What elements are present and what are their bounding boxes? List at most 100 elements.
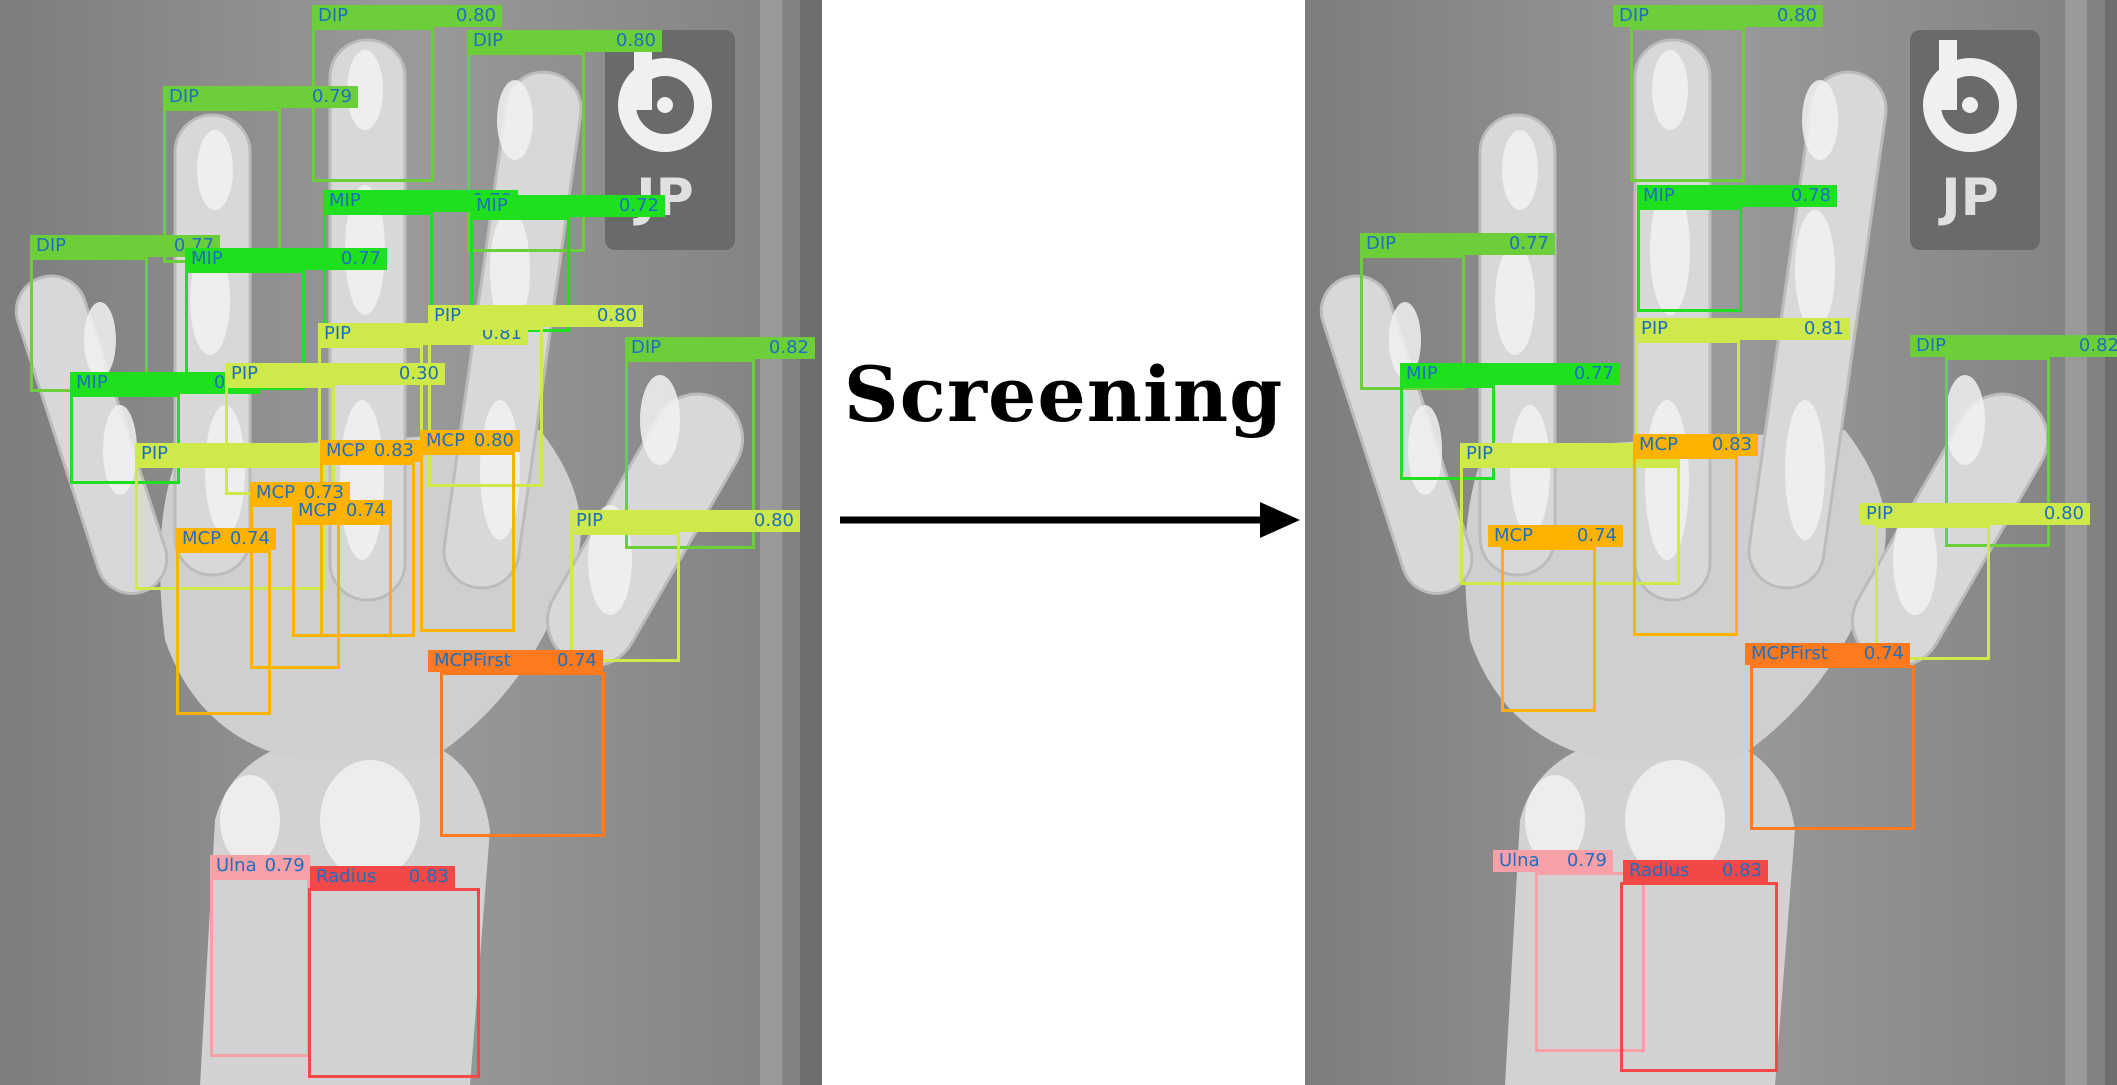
detection-class: MCP — [298, 500, 337, 521]
detection-class: DIP — [1619, 5, 1650, 26]
detection-label-pip: PIP — [1460, 443, 1680, 465]
right-arrow-icon — [840, 502, 1300, 538]
detection-label-mip: MIP 0.78 — [1637, 185, 1837, 207]
detection-class: MIP — [1406, 363, 1438, 384]
detection-score: 0.80 — [455, 5, 496, 26]
detection-score: 0.79 — [1566, 850, 1607, 871]
detection-class: PIP — [324, 323, 352, 344]
detection-score: 0.72 — [618, 195, 659, 216]
detection-score: 0.80 — [2043, 503, 2084, 524]
detection-class: PIP — [434, 305, 462, 326]
screening-label: Screening — [843, 350, 1284, 439]
detection-score: 0.74 — [229, 528, 270, 549]
detection-score: 0.74 — [1863, 643, 1904, 664]
detection-score: 0.77 — [340, 248, 381, 269]
detection-score: 0.83 — [408, 866, 449, 887]
detection-class: MIP — [1643, 185, 1675, 206]
detection-class: MCP — [1639, 434, 1678, 455]
detection-score: 0.81 — [1803, 318, 1844, 339]
detection-class: DIP — [169, 86, 200, 107]
detection-class: PIP — [1466, 443, 1494, 464]
detection-score: 0.83 — [1711, 434, 1752, 455]
detection-class: MIP — [76, 372, 108, 393]
detection-label-pip: PIP 0.80 — [1860, 503, 2090, 525]
detection-label-dip: DIP 0.79 — [163, 86, 358, 108]
detection-class: MCPFirst — [434, 650, 511, 671]
detection-class: MIP — [476, 195, 508, 216]
detection-class: Ulna — [216, 855, 257, 876]
detection-class: Ulna — [1499, 850, 1540, 871]
detection-score: 0.77 — [1573, 363, 1614, 384]
detection-score: 0.80 — [473, 430, 514, 451]
detection-score: 0.83 — [373, 440, 414, 461]
detection-score: 0.79 — [311, 86, 352, 107]
detection-label-dip: DIP 0.82 — [625, 337, 815, 359]
detection-score: 0.74 — [345, 500, 386, 521]
detection-label-pip: PIP 0.80 — [428, 305, 643, 327]
detection-label-pip: PIP — [135, 443, 350, 465]
detection-label-dip: DIP 0.80 — [467, 30, 662, 52]
detection-label-mcp: MCP 0.74 — [176, 528, 276, 550]
detection-score: 0.30 — [398, 363, 439, 384]
detection-score: 0.80 — [753, 510, 794, 531]
detection-score: 0.82 — [768, 337, 809, 358]
hand-xray-drawing-screened: JP — [1305, 0, 2117, 1085]
detection-class: MCP — [1494, 525, 1533, 546]
detection-label-mcp: MCP 0.83 — [1633, 434, 1758, 456]
hand-xray-image-screened: JP — [1305, 0, 2117, 1085]
detection-class: MIP — [191, 248, 223, 269]
detection-score: 0.80 — [615, 30, 656, 51]
detection-class: MCPFirst — [1751, 643, 1828, 664]
detection-score: 0.78 — [1790, 185, 1831, 206]
detection-class: MIP — [329, 190, 361, 211]
detection-label-ulna: Ulna 0.79 — [210, 855, 310, 877]
detection-score: 0.80 — [1776, 5, 1817, 26]
detection-class: PIP — [1641, 318, 1669, 339]
detection-label-dip: DIP 0.80 — [312, 5, 502, 27]
detection-score: 0.83 — [1721, 860, 1762, 881]
detection-score: 0.80 — [596, 305, 637, 326]
detection-class: MCP — [182, 528, 221, 549]
detection-label-mcp: MCP 0.74 — [292, 500, 392, 522]
detection-label-pip: PIP 0.81 — [1635, 318, 1850, 340]
detection-class: PIP — [231, 363, 259, 384]
detection-label-mip: MIP 0.77 — [185, 248, 387, 270]
marker-initials-right: JP — [1938, 168, 1998, 228]
detection-label-mcp: MCP 0.80 — [420, 430, 520, 452]
detection-label-mip: MIP 0.77 — [1400, 363, 1620, 385]
detection-class: PIP — [576, 510, 604, 531]
detection-class: PIP — [141, 443, 169, 464]
detection-class: Radius — [1629, 860, 1690, 881]
detection-label-mcpfirst: MCPFirst 0.74 — [1745, 643, 1910, 665]
detection-label-dip: DIP 0.80 — [1613, 5, 1823, 27]
detection-label-ulna: Ulna 0.79 — [1493, 850, 1613, 872]
detection-label-mcp: MCP 0.73 — [250, 482, 350, 504]
panel-after-screening: JP — [1305, 0, 2117, 1085]
detection-score: 0.73 — [303, 482, 344, 503]
detection-label-mip: MIP 0.72 — [470, 195, 665, 217]
detection-label-mcp: MCP 0.83 — [320, 440, 420, 462]
detection-score: 0.79 — [264, 855, 305, 876]
detection-class: PIP — [1866, 503, 1894, 524]
detection-class: DIP — [473, 30, 504, 51]
detection-class: MCP — [326, 440, 365, 461]
hand-xray-image: JP — [0, 0, 822, 1085]
detection-label-pip: PIP 0.80 — [570, 510, 800, 532]
detection-class: DIP — [1916, 335, 1947, 356]
detection-class: DIP — [1366, 233, 1397, 254]
detection-score: 0.77 — [1508, 233, 1549, 254]
detection-class: DIP — [318, 5, 349, 26]
detection-label-mcpfirst: MCPFirst 0.74 — [428, 650, 603, 672]
detection-class: DIP — [36, 235, 67, 256]
detection-label-radius: Radius 0.83 — [1623, 860, 1768, 882]
detection-class: MCP — [256, 482, 295, 503]
detection-score: 0.74 — [556, 650, 597, 671]
detection-class: MCP — [426, 430, 465, 451]
detection-class: DIP — [631, 337, 662, 358]
panel-before-screening: JP — [0, 0, 822, 1085]
detection-label-dip: DIP 0.77 — [1360, 233, 1555, 255]
